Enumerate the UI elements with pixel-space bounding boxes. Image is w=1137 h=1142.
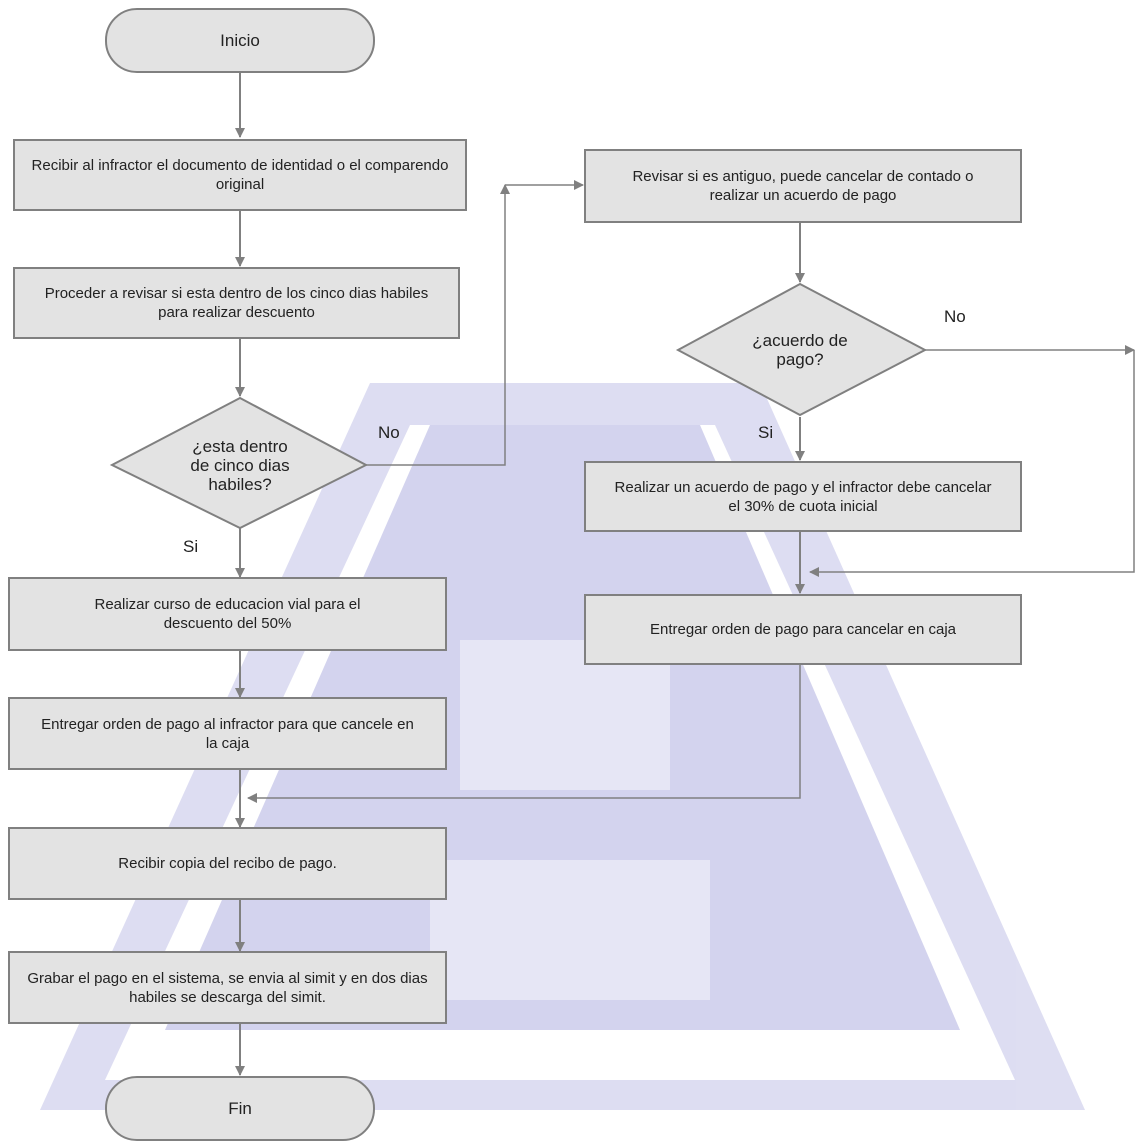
edge-label-days-no: No bbox=[378, 423, 400, 442]
process-receive-receipt bbox=[8, 827, 447, 900]
connectors bbox=[235, 72, 1135, 1076]
edge-cashier-to-merge bbox=[247, 664, 801, 803]
shapes bbox=[8, 8, 1022, 1141]
process-deliver-order-cashier bbox=[584, 594, 1022, 665]
process-education-course bbox=[8, 577, 447, 651]
process-receive-document bbox=[13, 139, 467, 211]
edge-label-agreement-no: No bbox=[944, 307, 966, 326]
edge-agreement-no-return bbox=[809, 350, 1135, 577]
edge-decision-no-to-old bbox=[366, 184, 510, 466]
record-payment-label: Grabar el pago en el sistema, se envia a… bbox=[27, 969, 428, 1006]
end-label: Fin bbox=[228, 1099, 252, 1118]
make-agreement-label: Realizar un acuerdo de pago y el infract… bbox=[614, 478, 992, 515]
decision-payment-agreement bbox=[675, 282, 928, 417]
check-days-label: Proceder a revisar si esta dentro de los… bbox=[44, 285, 429, 321]
receive-document-label: Recibir al infractor el documento de ide… bbox=[31, 157, 449, 193]
education-course-label: Realizar curso de educacion vial para el… bbox=[94, 596, 361, 632]
edge-label-days-yes: Si bbox=[183, 537, 199, 556]
deliver-order-cashier-label: Entregar orden de pago para cancelar en … bbox=[649, 621, 957, 638]
process-deliver-order-infractor bbox=[8, 697, 447, 770]
process-check-days bbox=[13, 267, 460, 339]
decision-within-five-days bbox=[109, 396, 369, 530]
start-terminal bbox=[105, 8, 375, 73]
process-make-agreement bbox=[584, 461, 1022, 532]
payment-agreement-label: ¿acuerdo de pago? bbox=[752, 331, 848, 369]
within-five-days-label: ¿esta dentro de cinco dias habiles? bbox=[190, 436, 290, 494]
process-check-old bbox=[584, 149, 1022, 223]
end-terminal bbox=[105, 1076, 375, 1141]
deliver-order-infractor-label: Entregar orden de pago al infractor para… bbox=[41, 715, 414, 752]
edge-label-agreement-yes: Si bbox=[758, 423, 774, 442]
check-old-label: Revisar si es antiguo, puede cancelar de… bbox=[632, 168, 974, 204]
process-record-payment bbox=[8, 951, 447, 1024]
receive-receipt-copy-label: Recibir copia del recibo de pago. bbox=[118, 855, 337, 872]
start-label: Inicio bbox=[220, 31, 260, 50]
